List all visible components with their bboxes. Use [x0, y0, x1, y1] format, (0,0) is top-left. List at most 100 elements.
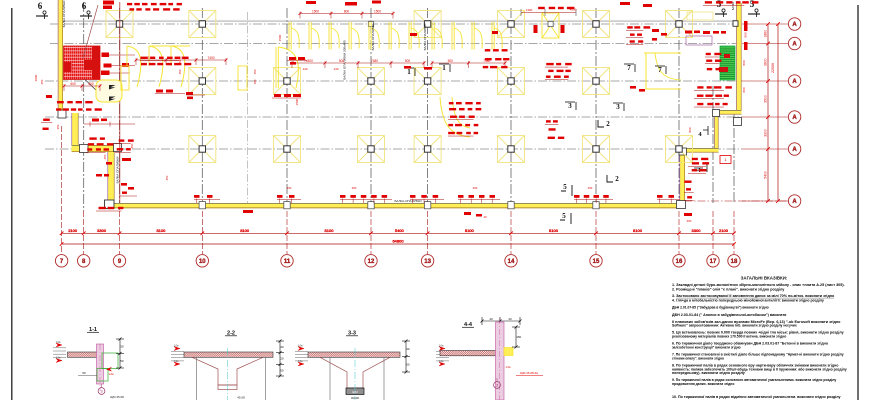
svg-text:12: 12 — [368, 259, 375, 265]
svg-text:продовження даних. виконати зг: продовження даних. виконати згідно — [672, 381, 735, 386]
svg-text:ДБН 2.03-01-84 (" Анонси в заб: ДБН 2.03-01-84 (" Анонси в забудівельної… — [672, 312, 787, 317]
svg-text:5: 5 — [562, 212, 566, 220]
svg-text:6: 6 — [38, 1, 43, 11]
svg-text:1500: 1500 — [278, 34, 282, 41]
svg-text:8. По тиражичної палів в рядах: 8. По тиражичної палів в рядах основного… — [672, 363, 839, 368]
svg-text:800: 800 — [344, 9, 350, 13]
svg-text:1300: 1300 — [526, 8, 533, 12]
svg-text:15: 15 — [593, 259, 600, 265]
svg-text:140: 140 — [333, 67, 338, 71]
svg-text:БАЛКА-ОПАЛУБКИ: БАЛКА-ОПАЛУБКИ — [395, 199, 422, 203]
svg-text:Software" запроектованими: Акт: Software" запроектованими: Активна ІнО. … — [672, 323, 797, 328]
svg-text:3000: 3000 — [34, 74, 38, 81]
svg-text:2: 2 — [606, 120, 610, 128]
svg-text:А: А — [792, 147, 797, 153]
svg-text:5: 5 — [717, 0, 722, 9]
svg-text:30: 30 — [406, 347, 410, 351]
svg-text:600: 600 — [70, 82, 76, 86]
svg-text:1.0в: 1.0в — [109, 372, 115, 376]
svg-text:7480: 7480 — [371, 59, 378, 63]
svg-text:30: 30 — [120, 344, 124, 348]
svg-text:БАЛКА ОПАЛУБКИ: БАЛКА ОПАЛУБКИ — [371, 24, 375, 51]
svg-text:5400: 5400 — [395, 228, 405, 233]
svg-text:1.0в: 1.0в — [298, 360, 303, 363]
svg-text:40: 40 — [508, 317, 512, 321]
svg-text:150: 150 — [178, 69, 182, 74]
svg-text:450: 450 — [287, 186, 292, 190]
svg-text:7: 7 — [60, 259, 64, 265]
svg-text:8100: 8100 — [325, 228, 335, 233]
svg-text:600: 600 — [88, 82, 94, 86]
svg-text:800: 800 — [742, 60, 746, 65]
svg-text:1.0в: 1.0в — [56, 341, 61, 344]
svg-text:50: 50 — [406, 362, 410, 366]
svg-text:800: 800 — [744, 32, 748, 37]
svg-text:16: 16 — [676, 259, 683, 265]
svg-text:500: 500 — [178, 56, 184, 60]
svg-text:4000: 4000 — [570, 8, 577, 12]
svg-text:6: 6 — [82, 1, 87, 11]
svg-text:БАЛКА ОПАЛУБКИ: БАЛКА ОПАЛУБКИ — [62, 1, 66, 28]
svg-text:4-4: 4-4 — [464, 322, 473, 328]
svg-text:500: 500 — [405, 59, 411, 63]
svg-text:500: 500 — [339, 59, 345, 63]
svg-text:13: 13 — [424, 259, 431, 265]
svg-text:залізобетонні конструкції" вик: залізобетонні конструкції" виконати згід… — [672, 344, 741, 349]
svg-text:1.0в: 1.0в — [56, 357, 61, 360]
svg-text:БАЛКА ОПАЛУБКИ 200х400: БАЛКА ОПАЛУБКИ 200х400 — [343, 40, 347, 80]
svg-text:7: 7 — [627, 64, 631, 72]
svg-text:450: 450 — [56, 124, 60, 129]
svg-text:3. Застосовано застосовуваної: 3. Застосовано застосовуваної її заповне… — [672, 293, 835, 298]
svg-text:450: 450 — [103, 154, 107, 159]
svg-text:1: 1 — [407, 68, 411, 76]
svg-text:1. Закладні деталі буро-монолі: 1. Закладні деталі буро-монолітних збірн… — [672, 282, 845, 287]
svg-text:450: 450 — [165, 175, 169, 180]
svg-text:1.0в: 1.0в — [439, 360, 444, 363]
svg-text:10: 10 — [199, 259, 206, 265]
svg-text:450: 450 — [473, 186, 478, 190]
svg-text:3: 3 — [616, 103, 620, 111]
svg-text:500: 500 — [448, 59, 454, 63]
svg-text:7480: 7480 — [483, 59, 490, 63]
svg-text:3-3: 3-3 — [348, 331, 356, 337]
svg-text:наявність: палива забезпечать: наявність: палива забезпечать 100шт-вбуд… — [672, 366, 847, 371]
svg-text:7х500: 7х500 — [304, 59, 313, 63]
svg-text:30х30: 30х30 — [351, 396, 360, 400]
svg-text:А: А — [792, 42, 797, 48]
svg-text:4. тля+да а мітобальністю попе: 4. тля+да а мітобальністю попередньою мі… — [672, 297, 825, 302]
svg-text:стінами опалу". виконати згідн: стінами опалу". виконати згідно — [672, 355, 724, 360]
svg-text:8: 8 — [82, 259, 86, 265]
svg-text:1860: 1860 — [764, 30, 768, 38]
svg-text:150: 150 — [253, 79, 257, 84]
svg-text:БАЛКА ОПАЛУБКИ: БАЛКА ОПАЛУБКИ — [423, 24, 427, 51]
svg-text:2100: 2100 — [68, 228, 78, 233]
svg-text:5: 5 — [750, 0, 755, 9]
svg-text:450: 450 — [40, 79, 44, 84]
svg-text:7: 7 — [658, 66, 662, 74]
svg-text:5400: 5400 — [764, 171, 768, 179]
svg-text:6. По тиражичної діапо твердже: 6. По тиражичної діапо тверджено обвинув… — [672, 341, 828, 346]
svg-text:8100: 8100 — [633, 228, 643, 233]
svg-text:2: 2 — [615, 175, 619, 183]
svg-text:3600: 3600 — [764, 58, 768, 66]
svg-text:8100: 8100 — [240, 228, 250, 233]
svg-text:9. По тиражичної палів в рядах: 9. По тиражичної палів в рядах основного… — [672, 377, 837, 382]
svg-text:30: 30 — [280, 345, 284, 349]
svg-text:БАЛКА: БАЛКА — [731, 2, 735, 11]
svg-text:1500: 1500 — [312, 9, 319, 13]
svg-text:5: 5 — [563, 183, 567, 191]
svg-text:А: А — [792, 115, 797, 121]
svg-text:800: 800 — [688, 127, 692, 132]
svg-text:2. Розміщені "планів" олія "є: 2. Розміщені "планів" олія "є плані". ви… — [672, 286, 785, 291]
svg-text:3: 3 — [100, 389, 103, 394]
svg-text:45.08: 45.08 — [237, 396, 245, 400]
svg-text:5. Ця встановлень: повних 0.00: 5. Ця встановлень: повних 0.000 тверда п… — [672, 330, 844, 335]
svg-text:3300: 3300 — [692, 228, 702, 233]
svg-text:8100: 8100 — [156, 228, 166, 233]
svg-text:800: 800 — [742, 87, 746, 92]
svg-text:40: 40 — [483, 215, 487, 219]
svg-text:7400: 7400 — [207, 56, 214, 60]
svg-text:ЗАГАЛЬНІ ВКАЗІВКИ:: ЗАГАЛЬНІ ВКАЗІВКИ: — [741, 275, 788, 280]
svg-text:50: 50 — [82, 371, 86, 375]
svg-text:450: 450 — [130, 143, 134, 148]
